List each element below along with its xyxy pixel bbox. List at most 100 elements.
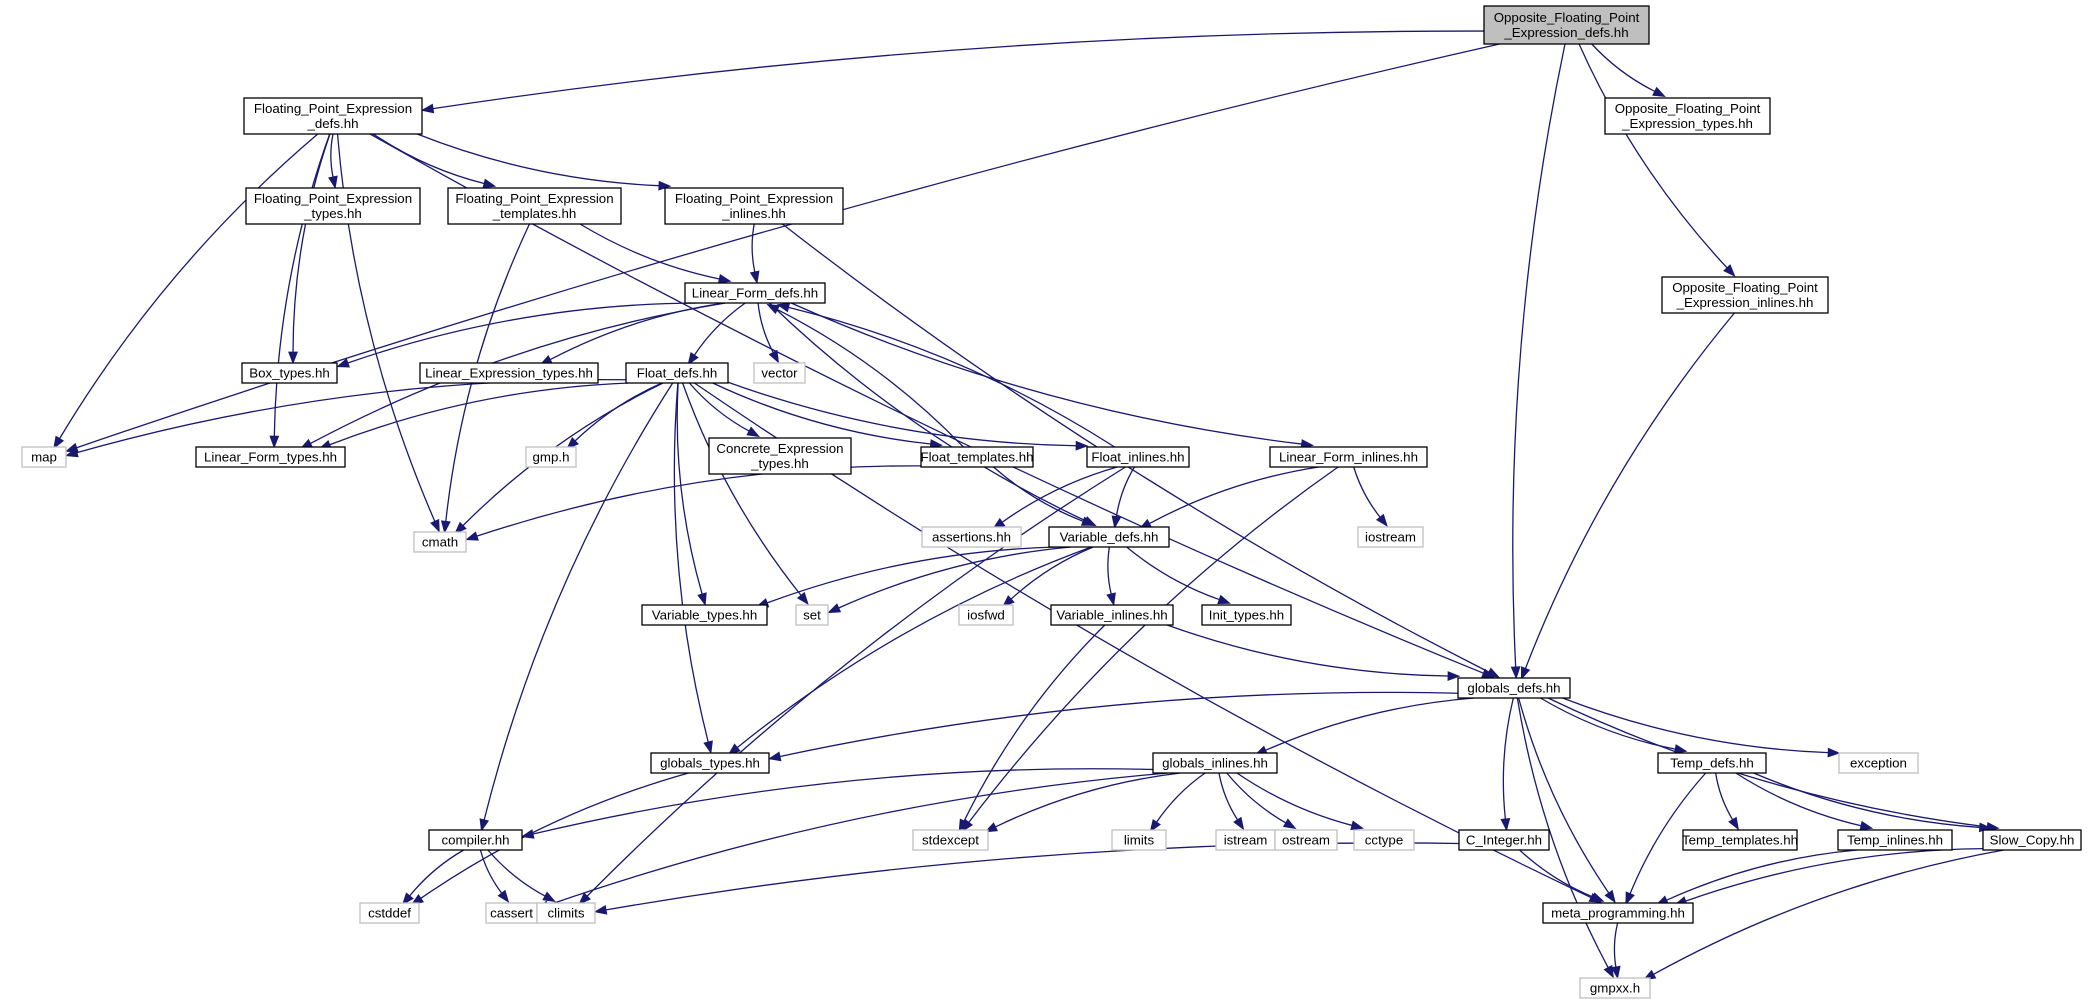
linear-form-defs-node[interactable]: Linear_Form_defs.hh: [684, 282, 826, 304]
edge-n39-to-n46: [1519, 849, 1605, 902]
float-templates-node[interactable]: Float_templates.hh: [920, 446, 1034, 468]
node-label: _types.hh: [303, 206, 362, 221]
node-label: Temp_inlines.hh: [1847, 833, 1943, 848]
init-types-node[interactable]: Init_types.hh: [1201, 604, 1292, 626]
edge-line: [838, 546, 1071, 609]
floating-point-expression-types-node[interactable]: Floating_Point_Expression_types.hh: [245, 187, 421, 225]
edge-line: [757, 302, 774, 353]
edge-arrowhead: [1282, 818, 1297, 830]
edge-line: [1512, 43, 1566, 668]
edge-line: [1685, 847, 1984, 902]
node-label: cassert: [490, 906, 533, 921]
globals-defs-node[interactable]: globals_defs.hh: [1457, 677, 1571, 699]
opposite-floating-point-expression-types-node[interactable]: Opposite_Floating_Point_Expression_types…: [1604, 97, 1771, 135]
node-label: _types.hh: [750, 456, 809, 471]
edge-line: [1115, 466, 1135, 517]
globals-types-node[interactable]: globals_types.hh: [650, 752, 770, 774]
edge-n0-to-n3: [1578, 43, 1736, 277]
variable-types-node[interactable]: Variable_types.hh: [641, 604, 768, 626]
node-label: Variable_inlines.hh: [1056, 608, 1167, 623]
c-integer-node[interactable]: C_Integer.hh: [1458, 829, 1550, 851]
linear-form-inlines-node[interactable]: Linear_Form_inlines.hh: [1269, 446, 1428, 468]
linear-form-types-node[interactable]: Linear_Form_types.hh: [195, 446, 346, 468]
linear-expression-types-node[interactable]: Linear_Expression_types.hh: [419, 362, 599, 384]
opposite-floating-point-expression-defs-node[interactable]: Opposite_Floating_Point_Expression_defs.…: [1483, 5, 1650, 45]
edge-line: [462, 382, 664, 527]
edge-arrowhead: [566, 436, 579, 450]
box-types-node[interactable]: Box_types.hh: [241, 362, 338, 384]
edge-n33-to-n45: [487, 849, 556, 903]
edge-line: [476, 465, 922, 537]
node-label: globals_defs.hh: [1467, 681, 1560, 696]
node-label: Floating_Point_Expression: [254, 101, 412, 116]
node-label: istream: [1224, 833, 1268, 848]
edge-line: [1353, 466, 1381, 518]
node-box: [708, 437, 852, 475]
temp-templates-node[interactable]: Temp_templates.hh: [1682, 829, 1798, 851]
edge-arrowhead: [1375, 513, 1388, 527]
edge-n16-to-n19: [465, 465, 922, 541]
edge-n11-to-n24: [681, 382, 809, 606]
meta-programming-node[interactable]: meta_programming.hh: [1542, 902, 1694, 924]
edge-line: [579, 223, 720, 280]
node-box: [912, 829, 989, 851]
edge-line: [432, 30, 1485, 110]
variable-inlines-node[interactable]: Variable_inlines.hh: [1050, 604, 1174, 626]
edge-arrowhead: [420, 103, 435, 114]
edge-n11-to-n29: [673, 382, 713, 755]
edge-line: [416, 133, 660, 187]
edge-n8-to-n18: [790, 302, 1315, 449]
node-box: [195, 446, 346, 468]
node-label: Float_templates.hh: [920, 450, 1033, 465]
edge-line: [347, 302, 697, 364]
edge-n11-to-n4: [64, 378, 627, 458]
node-label: iosfwd: [967, 608, 1005, 623]
edge-line: [788, 306, 1115, 448]
node-box: [921, 526, 1022, 548]
edge-line: [372, 133, 485, 185]
node-label: compiler.hh: [442, 833, 510, 848]
edge-line: [605, 842, 1460, 911]
temp-defs-node[interactable]: Temp_defs.hh: [1657, 752, 1767, 774]
edge-n1-to-n13: [269, 133, 331, 449]
edge-n17-to-n45: [578, 466, 1126, 905]
edge-arrowhead: [465, 531, 479, 541]
edge-arrowhead: [336, 358, 350, 368]
variable-defs-node[interactable]: Variable_defs.hh: [1048, 526, 1170, 548]
assertions-node: assertions.hh: [921, 526, 1022, 548]
node-box: [1682, 829, 1798, 851]
edge-line: [1107, 546, 1112, 595]
floating-point-expression-templates-node[interactable]: Floating_Point_Expression_templates.hh: [447, 187, 622, 225]
file-nodes: Opposite_Floating_Point_Expression_defs.…: [21, 5, 2082, 999]
floating-point-expression-inlines-node[interactable]: Floating_Point_Expression_inlines.hh: [664, 187, 844, 225]
node-box: [419, 362, 599, 384]
node-box: [753, 362, 806, 384]
globals-inlines-node[interactable]: globals_inlines.hh: [1152, 752, 1278, 774]
edge-arrowhead: [542, 891, 556, 903]
edge-arrowhead: [703, 740, 713, 755]
concrete-expression-types-node[interactable]: Concrete_Expression_types.hh: [708, 437, 852, 475]
edge-n1-to-n9: [288, 133, 331, 365]
node-box: [1353, 829, 1415, 851]
edge-arrowhead: [1106, 592, 1116, 607]
edge-arrowhead: [746, 426, 760, 438]
map-node: map: [21, 446, 67, 468]
iostream-node: iostream: [1357, 526, 1424, 548]
node-label: globals_types.hh: [660, 756, 760, 771]
compiler-node[interactable]: compiler.hh: [428, 829, 523, 851]
node-label: _Expression_inlines.hh: [1676, 295, 1814, 310]
temp-inlines-node[interactable]: Temp_inlines.hh: [1837, 829, 1953, 851]
edge-n6-to-n8: [579, 223, 732, 284]
edge-line: [1591, 43, 1656, 92]
float-inlines-node[interactable]: Float_inlines.hh: [1086, 446, 1190, 468]
float-defs-node[interactable]: Float_defs.hh: [625, 362, 729, 384]
opposite-floating-point-expression-inlines-node[interactable]: Opposite_Floating_Point_Expression_inlin…: [1661, 276, 1829, 314]
edge-arrowhead: [269, 435, 280, 449]
floating-point-expression-defs-node[interactable]: Floating_Point_Expression_defs.hh: [243, 97, 423, 135]
edge-n17-to-n20: [992, 466, 1118, 530]
slow-copy-node[interactable]: Slow_Copy.hh: [1982, 829, 2082, 851]
edge-line: [1156, 772, 1206, 823]
node-label: globals_inlines.hh: [1162, 756, 1268, 771]
node-label: Slow_Copy.hh: [1990, 833, 2075, 848]
edge-line: [574, 382, 663, 442]
